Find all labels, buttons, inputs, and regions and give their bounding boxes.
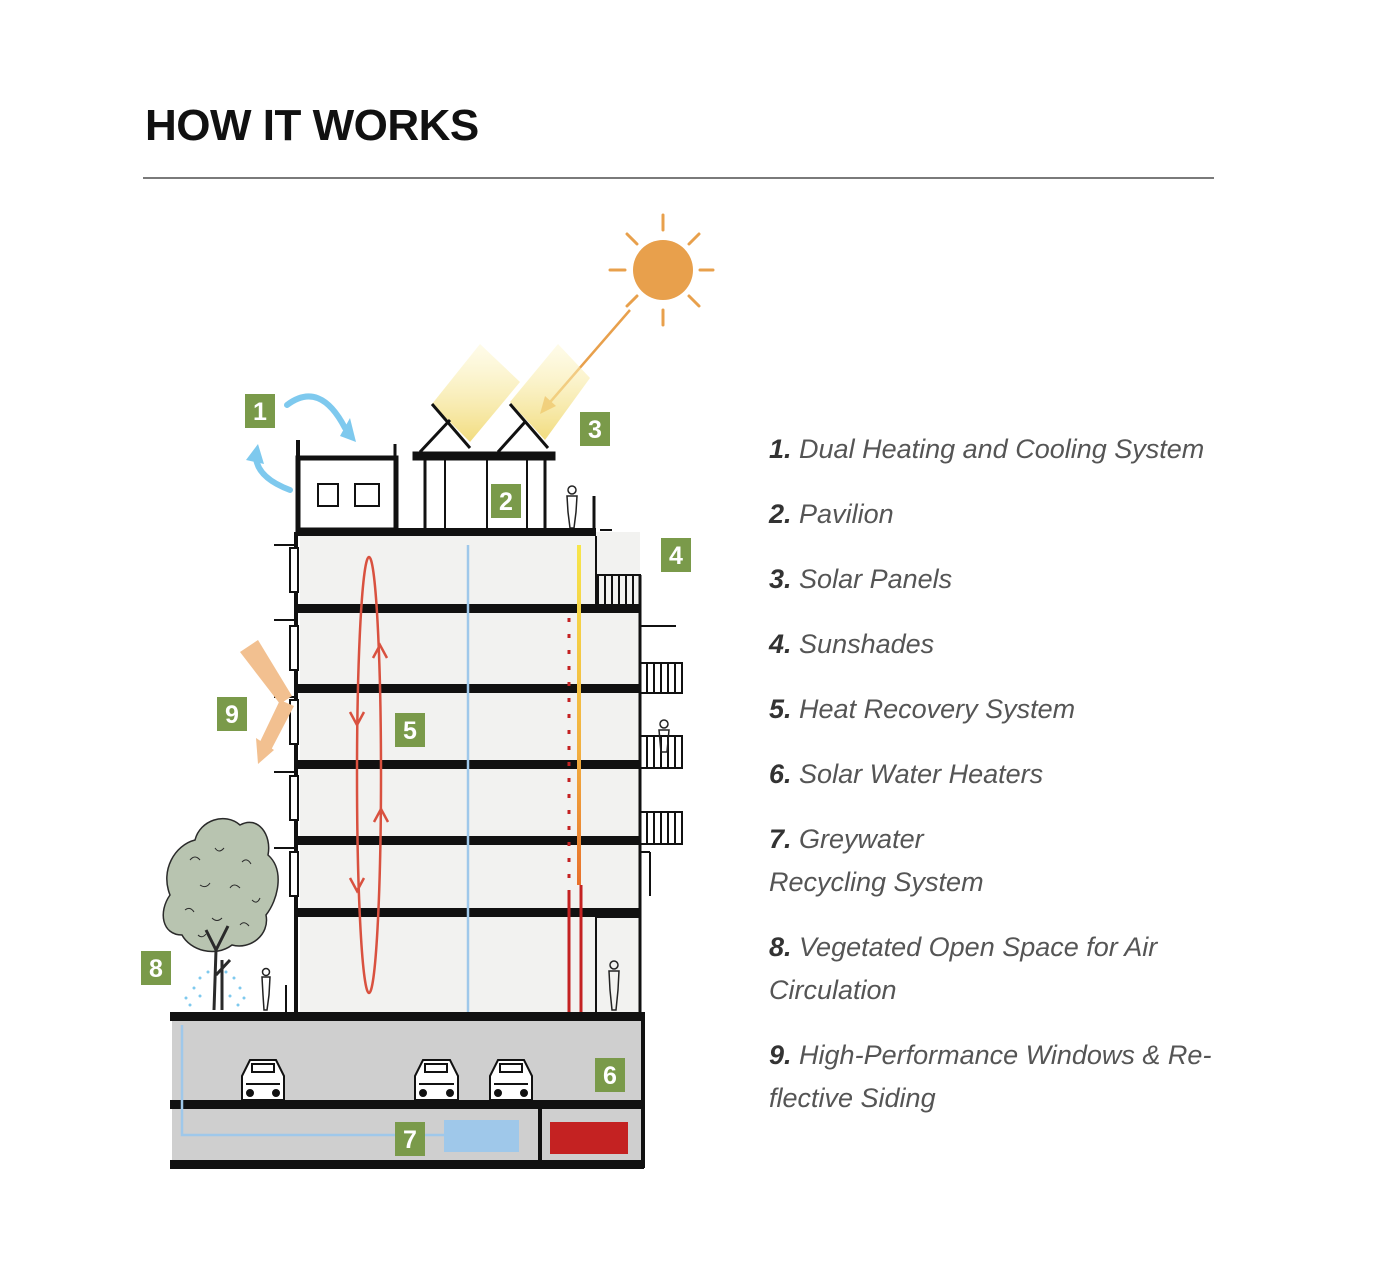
page-title: HOW IT WORKS bbox=[145, 101, 479, 150]
legend-number: 1. bbox=[769, 434, 792, 464]
air-arrow-head-icon bbox=[340, 418, 356, 442]
mist-dots bbox=[184, 970, 246, 1007]
svg-text:7: 7 bbox=[403, 1126, 417, 1154]
legend-text: Dual Heating and Cooling System bbox=[799, 434, 1205, 464]
legend-number: 7. bbox=[769, 824, 792, 854]
svg-text:5: 5 bbox=[403, 717, 417, 745]
svg-text:1: 1 bbox=[253, 398, 267, 426]
ground-person-icon bbox=[261, 960, 620, 1011]
solar-water-line bbox=[577, 545, 581, 885]
marker-5: 5 bbox=[395, 713, 425, 747]
sunshades-balconies bbox=[595, 574, 683, 1012]
legend-item: 1. Dual Heating and Cooling System bbox=[769, 428, 1239, 471]
heat-recovery-loop bbox=[348, 555, 390, 995]
tree-icon bbox=[162, 817, 279, 1011]
legend-text: Sunshades bbox=[799, 629, 935, 659]
title-divider bbox=[143, 177, 1214, 179]
marker-8: 8 bbox=[141, 951, 171, 985]
legend-number: 8. bbox=[769, 932, 792, 962]
car-icon bbox=[414, 1059, 459, 1101]
marker-9: 9 bbox=[217, 697, 247, 731]
pavilion bbox=[412, 451, 556, 528]
legend-item: 8. Vegetated Open Space for Air Circulat… bbox=[769, 926, 1239, 1012]
solar-panels bbox=[418, 403, 550, 454]
legend-item: 9. High-Performance Windows & Re- flecti… bbox=[769, 1034, 1239, 1120]
legend-text-line2: Recycling System bbox=[769, 867, 984, 897]
svg-text:4: 4 bbox=[669, 542, 683, 570]
legend-item: 3. Solar Panels bbox=[769, 558, 1239, 601]
svg-text:6: 6 bbox=[603, 1062, 617, 1090]
car-icon bbox=[489, 1059, 533, 1101]
svg-text:2: 2 bbox=[499, 488, 513, 516]
sun-beam-left bbox=[432, 344, 520, 442]
legend-text: Pavilion bbox=[799, 499, 894, 529]
hot-water-tank bbox=[550, 1122, 628, 1154]
rooftop-person-icon bbox=[566, 485, 578, 529]
svg-text:8: 8 bbox=[149, 955, 163, 983]
sun-icon bbox=[608, 213, 715, 327]
legend-item: 6. Solar Water Heaters bbox=[769, 753, 1239, 796]
car-icon bbox=[241, 1059, 285, 1101]
marker-7: 7 bbox=[395, 1122, 425, 1156]
legend-text: Solar Water Heaters bbox=[799, 759, 1044, 789]
legend-item: 4. Sunshades bbox=[769, 623, 1239, 666]
sun-beam-right bbox=[510, 344, 590, 440]
legend-text: Heat Recovery System bbox=[799, 694, 1076, 724]
legend-item: 5. Heat Recovery System bbox=[769, 688, 1239, 731]
marker-3: 3 bbox=[580, 412, 610, 446]
marker-4: 4 bbox=[661, 538, 691, 572]
legend-number: 3. bbox=[769, 564, 792, 594]
greywater-tank bbox=[444, 1120, 519, 1152]
legend-number: 6. bbox=[769, 759, 792, 789]
left-facade-windows bbox=[274, 544, 299, 897]
legend-number: 2. bbox=[769, 499, 792, 529]
rooftop-mechanical-room bbox=[295, 440, 399, 533]
legend-text: Vegetated Open Space for Air bbox=[799, 932, 1158, 962]
greywater-basement-pipe bbox=[180, 1025, 445, 1137]
legend-text: Solar Panels bbox=[799, 564, 953, 594]
svg-text:3: 3 bbox=[588, 416, 602, 444]
svg-text:9: 9 bbox=[225, 701, 239, 729]
legend-text: High-Performance Windows & Re- bbox=[799, 1040, 1212, 1070]
marker-2: 2 bbox=[491, 484, 521, 518]
legend-number: 5. bbox=[769, 694, 792, 724]
legend-text-line2: Circulation bbox=[769, 975, 897, 1005]
legend-number: 4. bbox=[769, 629, 792, 659]
air-arrow-head-icon bbox=[246, 444, 264, 464]
marker-1: 1 bbox=[245, 394, 275, 428]
legend-text: Greywater bbox=[799, 824, 924, 854]
marker-6: 6 bbox=[595, 1058, 625, 1092]
reflect-arrows bbox=[240, 640, 294, 764]
legend-text-line2: flective Siding bbox=[769, 1083, 936, 1113]
balcony-person-icon bbox=[658, 719, 670, 753]
legend-item: 2. Pavilion bbox=[769, 493, 1239, 536]
legend-number: 9. bbox=[769, 1040, 792, 1070]
legend-item: 7. Greywater Recycling System bbox=[769, 818, 1239, 904]
